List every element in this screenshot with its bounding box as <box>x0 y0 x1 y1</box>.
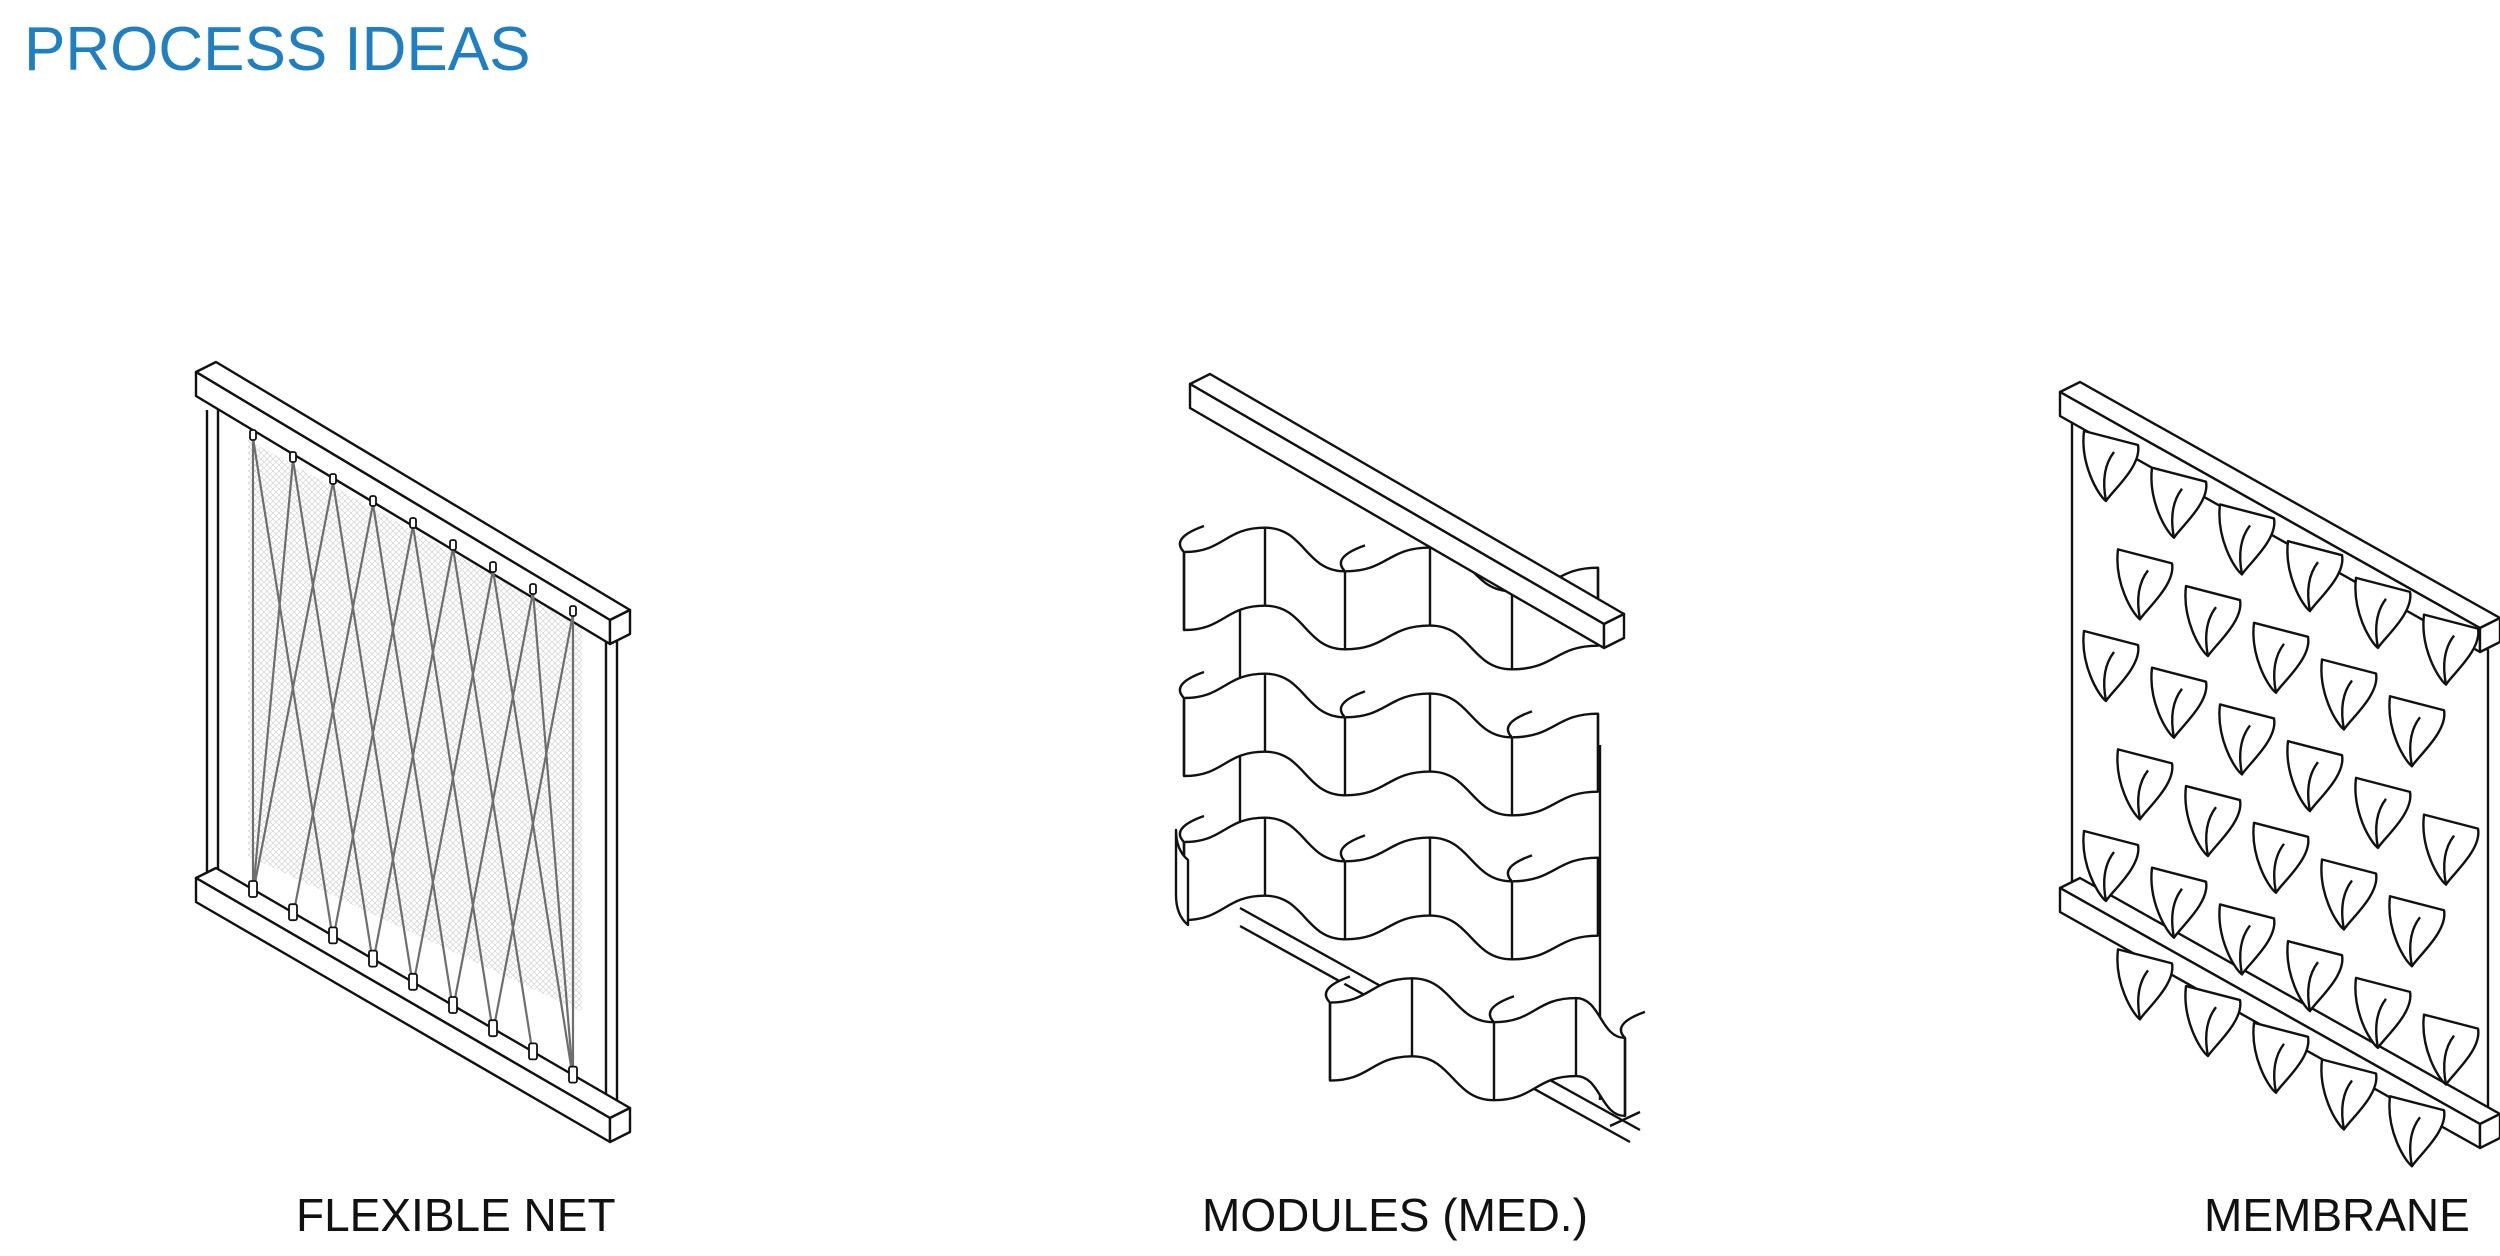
membrane-pocket-fold <box>2138 770 2148 819</box>
membrane-pocket-fold <box>2206 807 2216 856</box>
net-bottom-beam <box>196 868 630 1142</box>
net-cable <box>333 526 413 939</box>
caption-membrane: MEMBRANE <box>2204 1189 2470 1241</box>
membrane-pocket-fold <box>2342 881 2352 930</box>
membrane-pocket-fold <box>2410 917 2420 966</box>
module-ribbon <box>1330 978 1625 1116</box>
module-tail <box>1176 830 1188 925</box>
membrane-pocket-fold <box>2444 836 2454 885</box>
membrane-pockets <box>2083 431 2478 1166</box>
membrane-pocket-fold <box>2240 725 2250 774</box>
net-bottom-anchor <box>289 904 297 920</box>
membrane-pocket-fold <box>2240 525 2250 574</box>
net-bottom-anchor <box>369 951 377 967</box>
net-top-beam <box>196 362 630 644</box>
module-curl <box>1180 526 1204 552</box>
membrane-pocket-fold <box>2342 1081 2352 1130</box>
membrane-pocket-fold <box>2274 644 2284 693</box>
net-top-anchor <box>410 518 416 528</box>
module-curl <box>1180 816 1204 842</box>
membrane-pocket-fold <box>2410 1117 2420 1166</box>
net-top-anchor <box>250 430 256 440</box>
net-left-post <box>207 404 218 880</box>
membrane-pocket-fold <box>2138 570 2148 619</box>
module-curl <box>1621 1012 1645 1038</box>
membrane-pocket-fold <box>2410 717 2420 766</box>
net-top-anchor <box>530 584 536 594</box>
net-top-anchor <box>570 606 576 616</box>
membrane-pocket-fold <box>2138 970 2148 1019</box>
net-cable <box>453 592 533 1009</box>
membrane-pocket-fold <box>2308 762 2318 811</box>
net-bottom-anchor <box>489 1020 497 1036</box>
membrane-pocket-fold <box>2342 681 2352 730</box>
net-bottom-anchor <box>329 927 337 943</box>
net-cable <box>413 570 493 986</box>
membrane-diagram <box>2060 382 2500 1166</box>
membrane-pocket-fold <box>2308 562 2318 611</box>
net-bottom-anchor <box>529 1043 537 1059</box>
net-bottom-anchor <box>449 997 457 1013</box>
membrane-pocket-fold <box>2376 999 2386 1048</box>
membrane-pocket-fold <box>2376 799 2386 848</box>
module-ribbon <box>1184 818 1598 960</box>
net-bottom-anchor <box>249 881 257 897</box>
membrane-pocket-fold <box>2104 852 2114 901</box>
flexible-net-diagram <box>196 362 630 1142</box>
net-top-anchor <box>330 474 336 484</box>
module-curl <box>1341 545 1365 571</box>
net-cable <box>293 504 373 916</box>
net-right-post <box>606 634 617 1108</box>
net-top-anchor <box>370 496 376 506</box>
modules-diagram <box>1176 374 1645 1142</box>
module-curl <box>1180 672 1204 698</box>
membrane-pocket-fold <box>2206 1007 2216 1056</box>
membrane-pocket-fold <box>2172 889 2182 938</box>
net-mesh-panel <box>248 440 582 1012</box>
module-ribbon <box>1184 674 1598 816</box>
net-cable <box>493 614 573 1032</box>
caption-flexible-net: FLEXIBLE NET <box>296 1189 616 1241</box>
caption-modules: MODULES (MED.) <box>1202 1189 1588 1241</box>
modules-top-beam <box>1190 374 1624 648</box>
net-cable <box>533 592 573 1079</box>
net-cables <box>253 438 573 1079</box>
membrane-pocket-fold <box>2104 652 2114 701</box>
membrane-pocket-fold <box>2444 636 2454 685</box>
net-cable <box>373 548 453 963</box>
membrane-pocket-fold <box>2172 689 2182 738</box>
net-cable <box>253 482 333 893</box>
membrane-pocket-fold <box>2444 1036 2454 1085</box>
membrane-pocket-fold <box>2308 962 2318 1011</box>
membrane-pocket-fold <box>2274 844 2284 893</box>
module-curl <box>1341 835 1365 861</box>
module-curl <box>1508 711 1532 737</box>
membrane-pocket-fold <box>2240 925 2250 974</box>
net-top-anchor <box>290 452 296 462</box>
module-curl <box>1490 996 1514 1022</box>
modules-ribbons <box>1176 526 1645 1116</box>
module-curl <box>1508 855 1532 881</box>
membrane-pocket-fold <box>2206 607 2216 656</box>
net-anchors <box>249 430 577 1083</box>
module-curl <box>1326 977 1350 1003</box>
page-title: PROCESS IDEAS <box>24 15 531 84</box>
net-top-anchor <box>490 562 496 572</box>
membrane-pocket-fold <box>2274 1044 2284 1093</box>
membrane-pocket-fold <box>2104 452 2114 501</box>
net-bottom-anchor <box>569 1067 577 1083</box>
net-bottom-anchor <box>409 974 417 990</box>
membrane-pocket-fold <box>2172 489 2182 538</box>
net-top-anchor <box>450 540 456 550</box>
net-cable <box>253 460 293 893</box>
module-curl <box>1341 691 1365 717</box>
membrane-pocket-fold <box>2376 599 2386 648</box>
